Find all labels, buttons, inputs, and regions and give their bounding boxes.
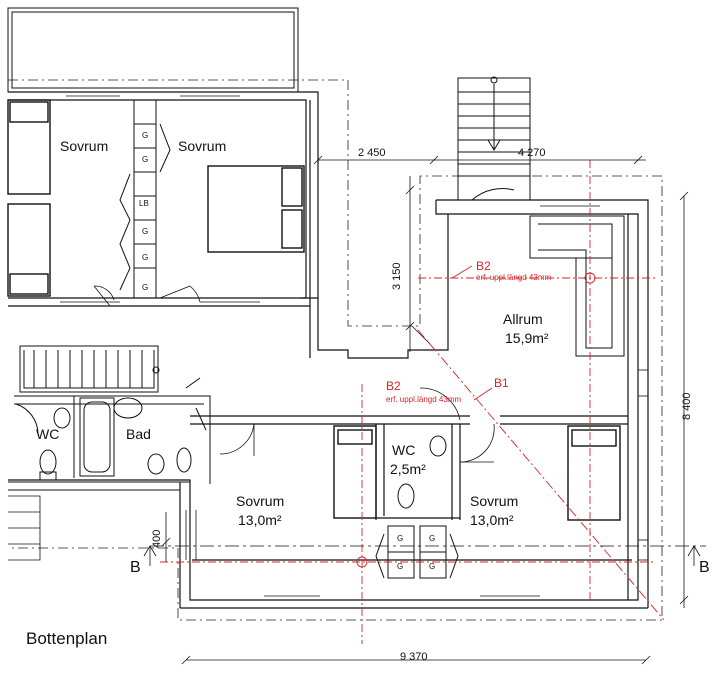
section-mark-left: B xyxy=(130,559,141,576)
wardrobe-labels: G G LB G G G G G G G xyxy=(139,131,435,571)
dimension-2450: 2 450 xyxy=(358,147,386,159)
sofa xyxy=(529,215,625,357)
bed-south-right xyxy=(567,425,621,521)
plan-title: Bottenplan xyxy=(26,629,107,648)
outdoor-steps xyxy=(8,495,41,561)
room-area-sovrum-sw: 13,0m² xyxy=(238,512,282,528)
dimension-9370: 9 370 xyxy=(400,651,428,663)
bed-south-left xyxy=(333,425,377,519)
room-label-sovrum-nw: Sovrum xyxy=(60,138,108,154)
room-label-bad: Bad xyxy=(126,426,151,442)
room-label-wc-left: WC xyxy=(36,426,59,442)
wc-mid-fixtures xyxy=(397,435,447,509)
wardrobes-south xyxy=(375,525,459,579)
room-label-sovrum-n: Sovrum xyxy=(178,138,226,154)
annotation-egress-lower: erf. uppl.längd 43mm xyxy=(386,395,461,404)
annotation-b1: B1 xyxy=(494,376,509,390)
door-swings-north xyxy=(93,285,201,307)
dimension-3150: 3 150 xyxy=(391,262,403,290)
escape-route-lines xyxy=(160,160,665,644)
entrance-stairs xyxy=(457,76,531,201)
room-area-sovrum-se: 13,0m² xyxy=(470,512,514,528)
annotation-egress-upper: erf. uppl.längd 43mm xyxy=(476,273,551,282)
dimension-400: 400 xyxy=(151,530,163,548)
wardrobe-label: G xyxy=(142,253,148,262)
terrace-block xyxy=(7,7,299,93)
wardrobe-label: G xyxy=(142,155,148,164)
wardrobe-label: G xyxy=(142,227,148,236)
bed-single-upper xyxy=(7,99,51,195)
wardrobe-label: G xyxy=(397,562,403,571)
wardrobe-label: G xyxy=(429,562,435,571)
section-b-line xyxy=(143,545,706,566)
room-label-allrum: Allrum xyxy=(503,311,543,327)
roof-outline xyxy=(8,79,663,621)
wardrobe-label: G xyxy=(142,283,148,292)
wardrobe-label: G xyxy=(429,534,435,543)
section-mark-right: B xyxy=(699,559,710,576)
room-label-sovrum-se: Sovrum xyxy=(470,493,518,509)
wardrobe-label-lb: LB xyxy=(139,199,149,208)
annotation-b2-upper: B2 xyxy=(476,259,491,273)
room-label-sovrum-sw: Sovrum xyxy=(236,493,284,509)
dimension-lines xyxy=(161,150,689,665)
dimension-8400: 8 400 xyxy=(681,392,693,420)
wardrobe-label: G xyxy=(397,534,403,543)
bed-single-lower xyxy=(7,203,51,297)
room-area-allrum: 15,9m² xyxy=(505,330,549,346)
dimension-4270: 4 270 xyxy=(518,147,546,159)
interior-stairs xyxy=(19,345,160,393)
windows xyxy=(60,95,648,597)
annotation-b2-lower: B2 xyxy=(386,379,401,393)
bathroom-block xyxy=(8,377,211,491)
wardrobe-label: G xyxy=(142,131,148,140)
room-area-wc-mid: 2,5m² xyxy=(390,461,426,477)
bed-double xyxy=(207,165,305,253)
doors-south xyxy=(219,325,495,463)
wardrobe-column xyxy=(119,99,171,299)
room-label-wc-mid: WC xyxy=(392,442,415,458)
exterior-walls-north-wing xyxy=(8,91,639,601)
